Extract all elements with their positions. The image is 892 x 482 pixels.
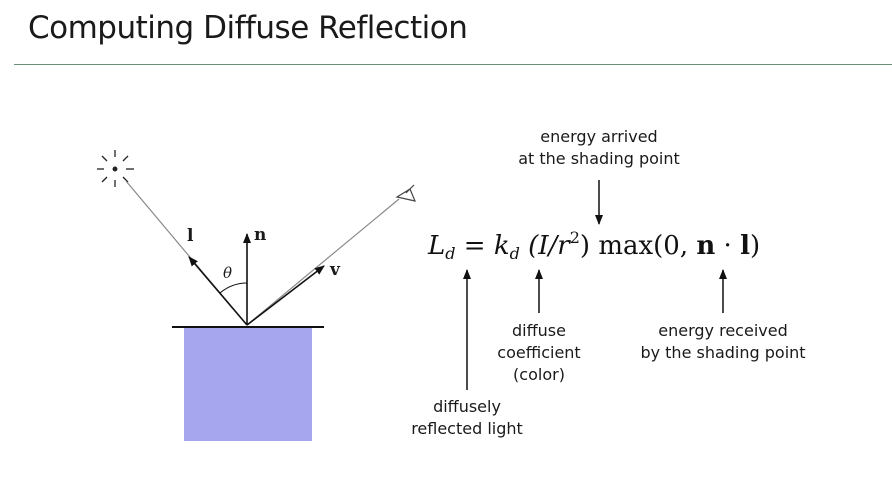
view-ray [246, 198, 400, 326]
eq-lhs-subscript: d [445, 244, 456, 263]
annotation-diffusely-reflected: diffusely reflected light [392, 396, 542, 440]
annotation-diffuse-coefficient-line1: diffuse [512, 321, 566, 340]
eq-lhs-symbol: L [428, 231, 446, 261]
diffuse-equation: Ld = kd (I/r2) max(0, n · l) [428, 228, 760, 263]
annotation-energy-received-line2: by the shading point [640, 343, 806, 362]
eye-icon [395, 184, 416, 202]
annotation-diffusely-reflected-line1: diffusely [433, 397, 501, 416]
light-source-icon [97, 150, 134, 187]
eq-intensity-open: (I/r [528, 231, 570, 261]
eq-intensity-close: ) [579, 231, 591, 261]
view-vector-label: v [330, 260, 340, 280]
surface-block [184, 327, 312, 441]
eq-max-l: l [740, 231, 750, 261]
annotation-energy-received: energy received by the shading point [613, 320, 833, 364]
annotation-diffuse-coefficient-line2: coefficient [497, 343, 581, 362]
light-vector-arrow [188, 256, 248, 326]
theta-label: θ [223, 264, 233, 282]
light-vector-label: l [187, 226, 194, 246]
annotation-diffuse-coefficient-line3: (color) [513, 365, 565, 384]
annotation-energy-received-line1: energy received [658, 321, 788, 340]
eq-coef-subscript: d [509, 244, 520, 263]
annotation-energy-arrived-line2: at the shading point [518, 149, 680, 168]
title-divider [14, 64, 892, 65]
annotation-energy-arrived: energy arrived at the shading point [498, 126, 700, 170]
annotation-diffuse-coefficient: diffuse coefficient (color) [484, 320, 594, 386]
eq-max-n: n [696, 231, 716, 261]
eq-max-open: max(0, [598, 231, 697, 261]
eq-max-dot: · [715, 231, 741, 261]
slide-title: Computing Diffuse Reflection [28, 10, 468, 46]
view-vector-arrow [246, 265, 325, 326]
eq-coef-symbol: k [493, 231, 510, 261]
eq-equals: = [463, 231, 486, 261]
annotation-diffusely-reflected-line2: reflected light [411, 419, 523, 438]
eq-intensity-power: 2 [569, 228, 580, 247]
normal-vector-label: n [254, 225, 267, 245]
eq-max-close: ) [749, 231, 761, 261]
annotation-energy-arrived-line1: energy arrived [540, 127, 658, 146]
theta-angle-arc [219, 282, 248, 294]
